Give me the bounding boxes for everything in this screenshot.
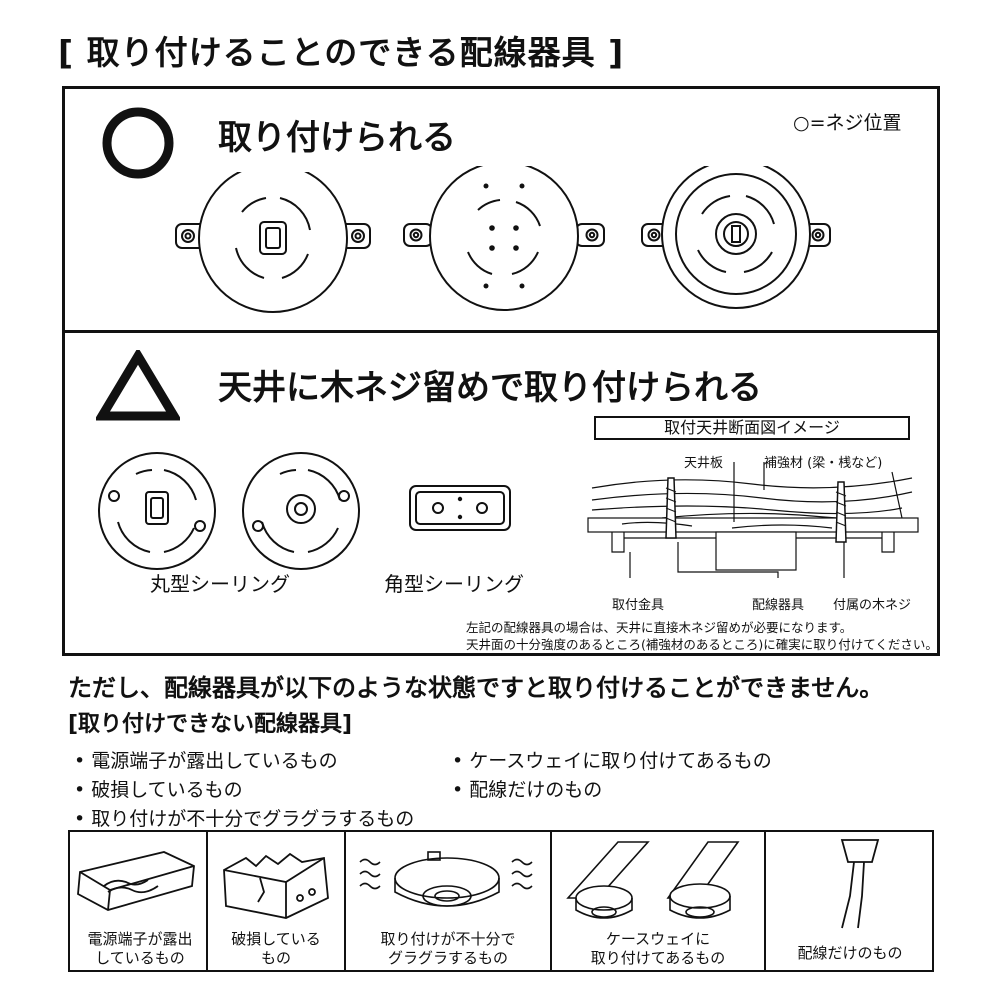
examples-strip [68, 830, 934, 972]
wobbly-device-icon [359, 851, 533, 907]
page-title: [ 取り付けることのできる配線器具 ] [58, 33, 625, 72]
wires-only-icon [840, 839, 880, 929]
damaged-device-icon [223, 852, 329, 919]
triangle-symbol-icon [96, 350, 180, 421]
cross-section-title: 取付天井断面図イメージ [594, 416, 910, 440]
ceiling-device-1-icon [175, 172, 371, 313]
label-screw: 付属の木ネジ [833, 598, 912, 613]
cell-divider [344, 830, 346, 972]
ceiling-device-3-icon [641, 166, 831, 309]
cell-divider [206, 830, 208, 972]
exposed-terminal-icon [77, 851, 195, 911]
label-reinforcement: 補強材 (梁・桟など) [764, 456, 883, 471]
bullet-item: • 取り付けが不十分でグラグラするもの [74, 808, 415, 830]
ceiling-device-2-icon [403, 166, 605, 311]
mountable-frame [62, 86, 940, 656]
example-caption-3: 取り付けが不十分で グラグラするもの [380, 930, 516, 967]
cell-divider [764, 830, 766, 972]
square-ceiling-icon [409, 485, 511, 531]
not-mountable-heading: [取り付けできない配線器具] [68, 712, 353, 737]
caution-text: ただし、配線器具が以下のような状態ですと取り付けることができません。 [68, 674, 884, 702]
bullet-item: • 配線だけのもの [452, 779, 603, 801]
bullet-item: • 電源端子が露出しているもの [74, 750, 338, 772]
square-ceiling-label: 角型シーリング [384, 572, 524, 596]
cell-divider [550, 830, 552, 972]
heading-conditional: 天井に木ネジ留めで取り付けられる [218, 368, 762, 408]
screw-position-legend: ○=ネジ位置 [793, 112, 902, 134]
cross-section-diagram [587, 462, 919, 578]
example-caption-2: 破損している もの [231, 930, 321, 967]
heading-mountable: 取り付けられる [218, 118, 456, 158]
label-device: 配線器具 [752, 598, 805, 613]
round-ceiling-label: 丸型シーリング [150, 572, 290, 596]
bullet-item: • ケースウェイに取り付けてあるもの [452, 750, 772, 772]
label-bracket: 取付金具 [612, 598, 665, 613]
caseway-device-icon [566, 841, 740, 919]
section-divider [62, 330, 940, 333]
example-caption-5: 配線だけのもの [797, 944, 903, 962]
label-ceiling-board: 天井板 [684, 456, 724, 471]
bullet-item: • 破損しているもの [74, 779, 243, 801]
round-ceiling-1-icon [98, 452, 216, 570]
circle-symbol-icon [102, 107, 174, 179]
round-ceiling-2-icon [242, 452, 360, 570]
example-caption-1: 電源端子が露出 しているもの [87, 930, 193, 967]
example-caption-4: ケースウェイに 取り付けてあるもの [590, 930, 726, 967]
note-line-1: 左記の配線器具の場合は、天井に直接木ネジ留めが必要になります。 [466, 620, 853, 635]
note-line-2: 天井面の十分強度のあるところ(補強材のあるところ)に確実に取り付けてください。 [466, 637, 938, 652]
